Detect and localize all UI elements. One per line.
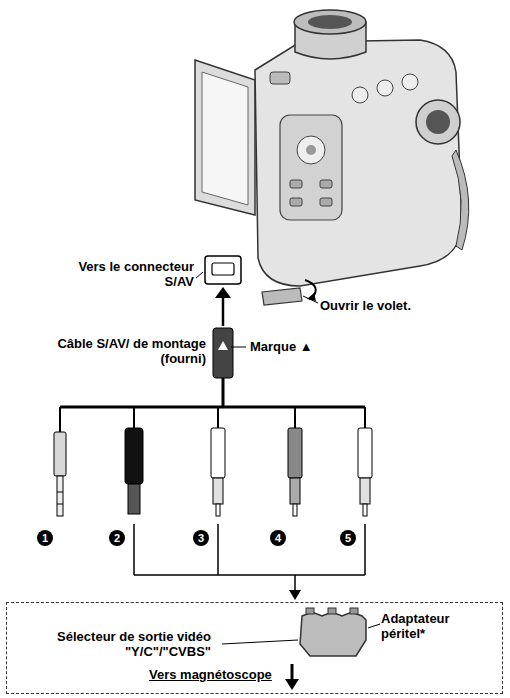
callout-number: 2 bbox=[109, 530, 125, 546]
adapter-label: Adaptateur péritel* bbox=[381, 611, 491, 641]
callout-number: 4 bbox=[270, 530, 286, 546]
selector-label: Sélecteur de sortie vidéo "Y/C"/"CVBS" bbox=[15, 629, 211, 659]
device-box: Sélecteur de sortie vidéo "Y/C"/"CVBS" Ad… bbox=[6, 602, 503, 694]
connector-label: Vers le connecteur S/AV bbox=[60, 259, 194, 289]
callout-number: 5 bbox=[340, 530, 356, 546]
door-label: Ouvrir le volet. bbox=[320, 298, 450, 313]
mark-label: Marque ▲ bbox=[250, 339, 350, 354]
callout-number: 1 bbox=[37, 530, 53, 546]
vcr-label: Vers magnétoscope bbox=[149, 667, 285, 682]
cable-label: Câble S/AV/ de montage (fourni) bbox=[40, 336, 206, 366]
callout-number: 3 bbox=[193, 530, 209, 546]
